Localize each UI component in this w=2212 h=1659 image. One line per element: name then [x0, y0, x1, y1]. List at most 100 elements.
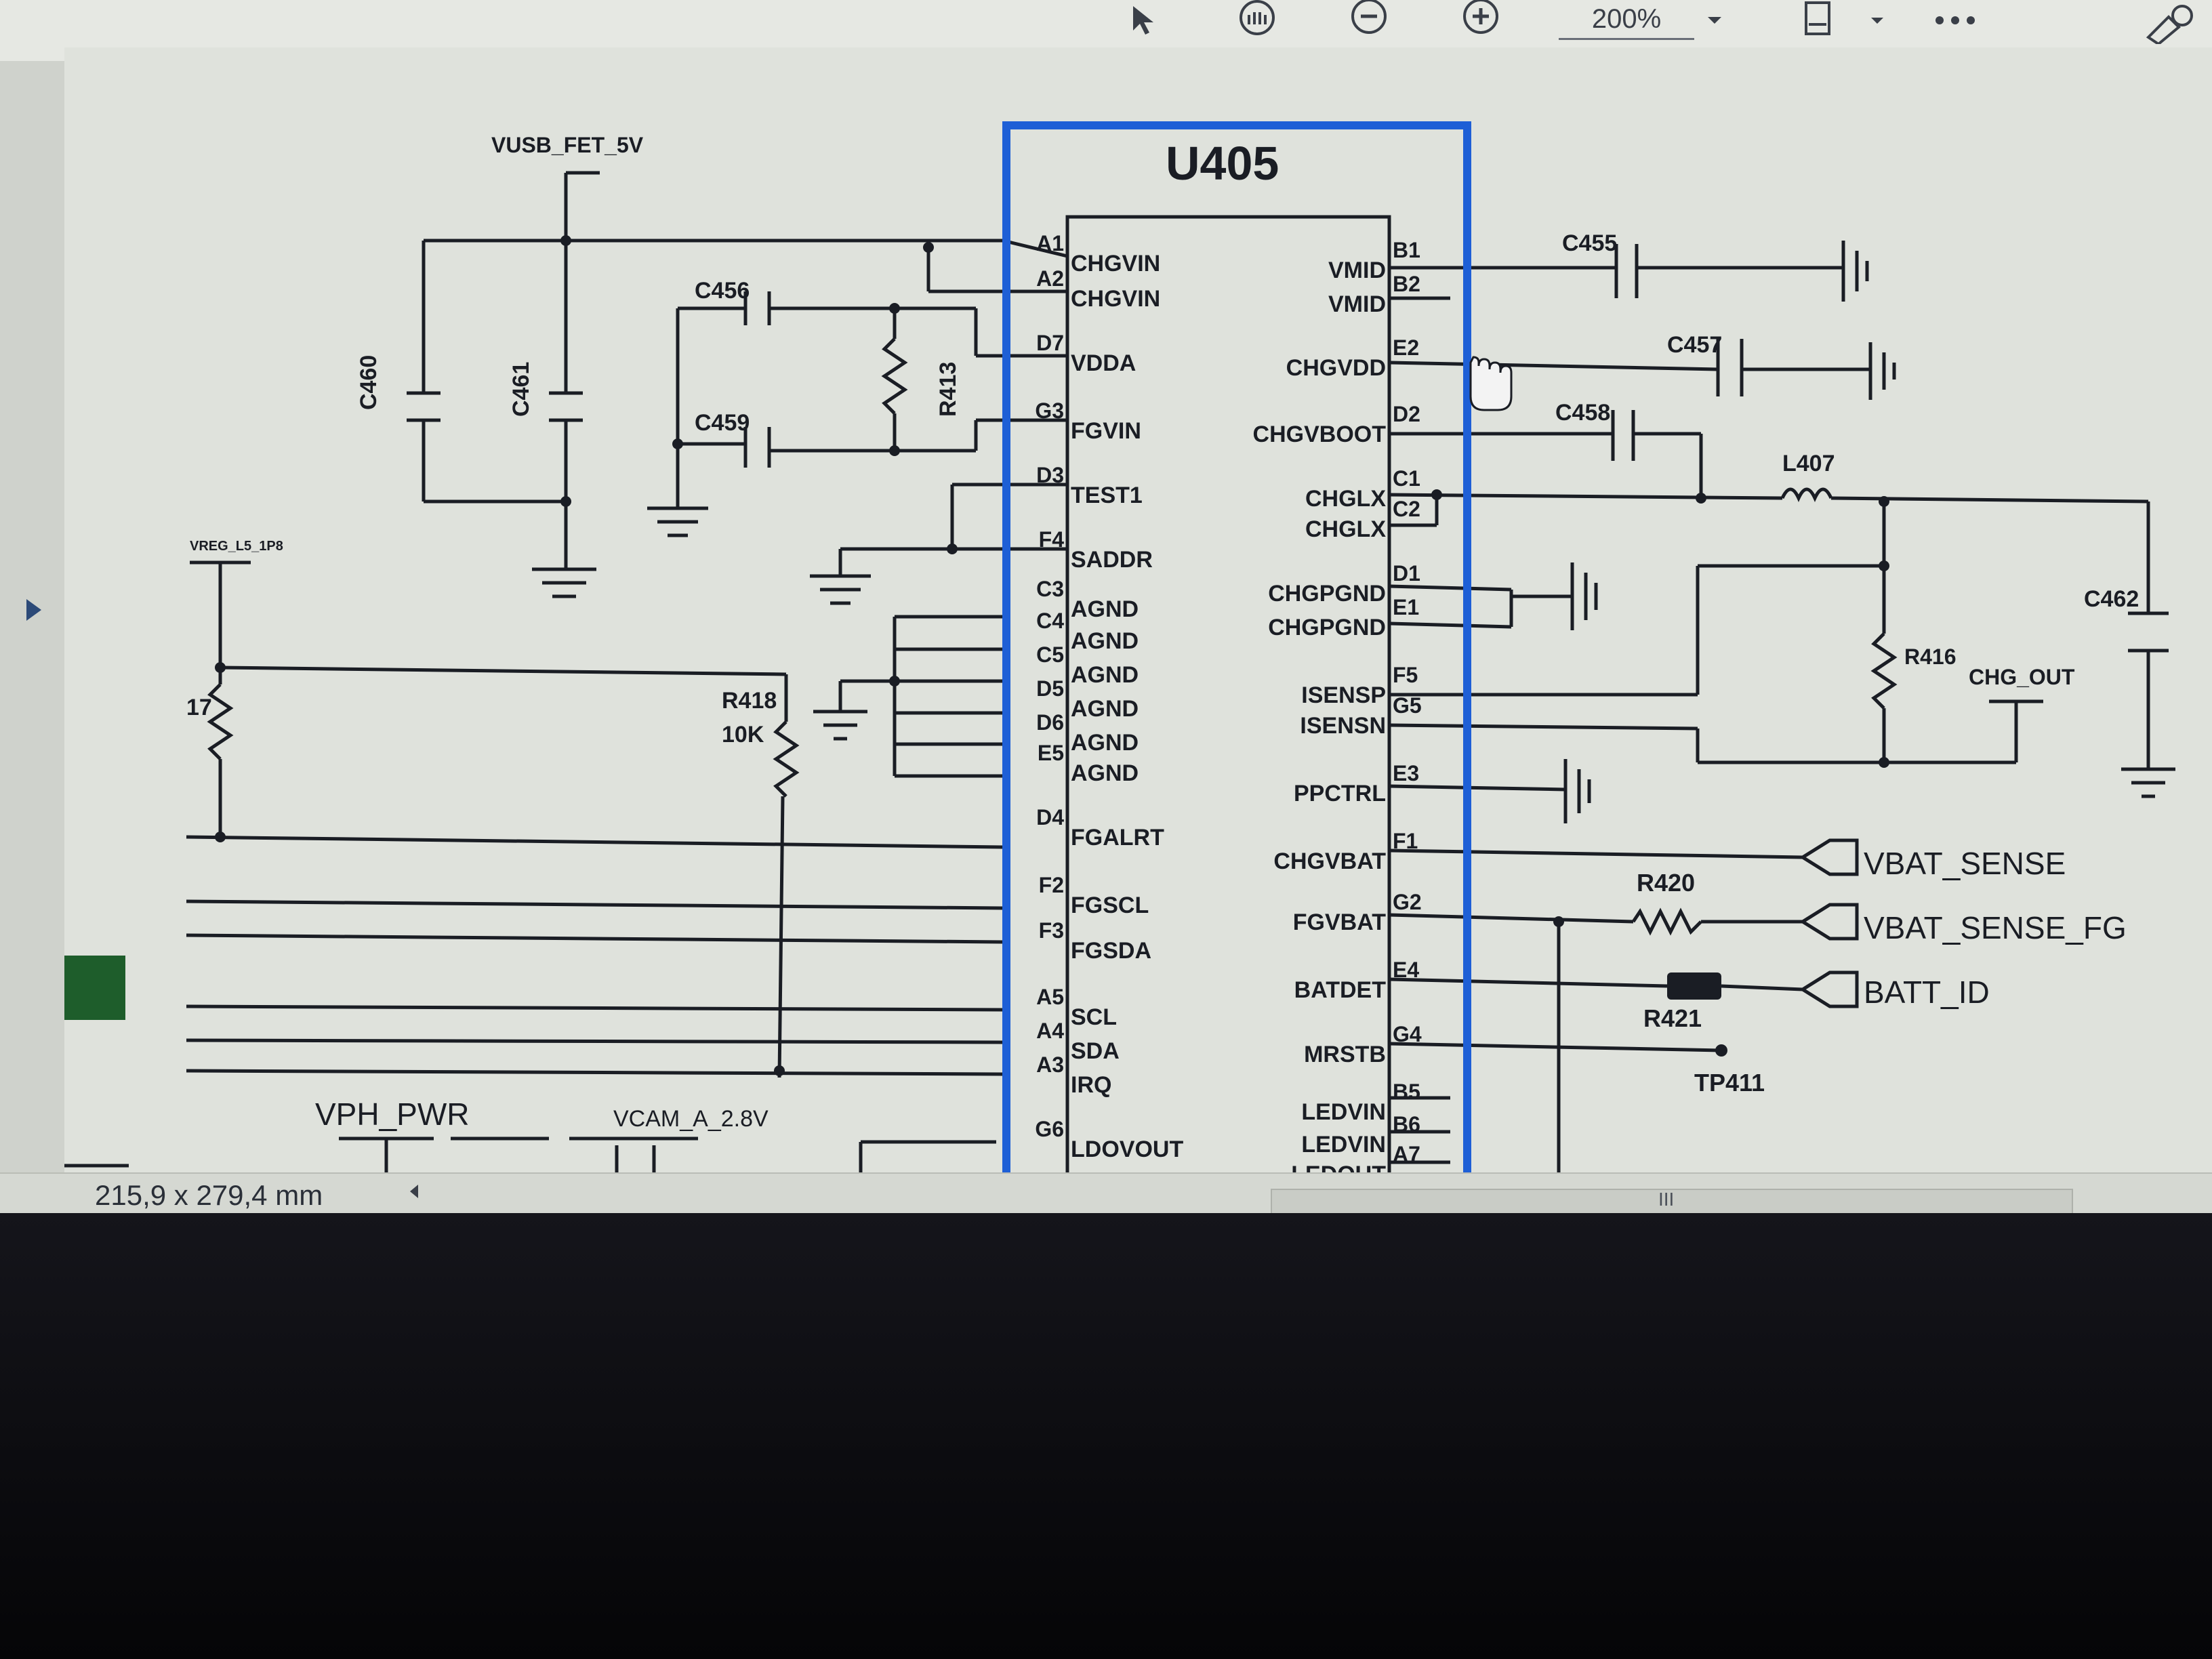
- pin-number: A3: [1036, 1052, 1064, 1077]
- label-c459: C459: [695, 410, 750, 436]
- pin-number: B6: [1393, 1112, 1420, 1136]
- pin-net-label: CHGLX: [1305, 486, 1386, 512]
- label-r413: R413: [935, 362, 961, 417]
- pin-net-label: AGND: [1071, 596, 1139, 622]
- label-tp411: TP411: [1694, 1069, 1765, 1097]
- port-batt-id: BATT_ID: [1864, 975, 1990, 1010]
- pin-number: G6: [1035, 1117, 1064, 1141]
- zoom-level-field[interactable]: 200%: [1559, 0, 1694, 40]
- label-vcam: VCAM_A_2.8V: [613, 1106, 769, 1132]
- pin-net-label: LEDVIN: [1301, 1099, 1386, 1125]
- pin-net-label: CHGVIN: [1071, 286, 1160, 312]
- pin-net-label: LEDVIN: [1301, 1132, 1386, 1158]
- pin-net-label: FGVBAT: [1293, 909, 1386, 935]
- pin-number: C1: [1393, 466, 1420, 491]
- pin-number: A2: [1036, 266, 1064, 291]
- scroll-left-icon[interactable]: [403, 1178, 424, 1208]
- pin-number: D1: [1393, 561, 1420, 586]
- hand-cursor-icon: [1469, 356, 1513, 411]
- pin-number: E4: [1393, 958, 1419, 982]
- pin-net-label: LDOVOUT: [1071, 1136, 1183, 1162]
- pin-number: F1: [1393, 829, 1418, 853]
- pin-net-label: AGND: [1071, 662, 1139, 688]
- label-c460: C460: [356, 355, 382, 410]
- label-c456a: C456: [695, 278, 750, 304]
- label-chg-out: CHG_OUT: [1969, 665, 2075, 689]
- pin-net-label: FGSCL: [1071, 893, 1149, 918]
- label-vusb: VUSB_FET_5V: [491, 133, 644, 157]
- pin-number: A7: [1393, 1142, 1420, 1166]
- pin-net-label: AGND: [1071, 628, 1139, 654]
- label-c457: C457: [1667, 332, 1722, 358]
- horizontal-scrollbar[interactable]: III: [1271, 1189, 2073, 1213]
- pin-net-label: VMID: [1328, 291, 1386, 317]
- label-c461: C461: [508, 362, 534, 417]
- pin-number: G5: [1393, 693, 1422, 718]
- pin-number: G2: [1393, 890, 1422, 914]
- pin-number: E2: [1393, 335, 1419, 360]
- pin-number: F4: [1039, 527, 1065, 552]
- more-options-icon[interactable]: [1925, 0, 1986, 41]
- status-bar: 215,9 x 279,4 mm III: [0, 1172, 2212, 1213]
- expand-panel-icon[interactable]: [24, 596, 44, 627]
- pin-number: G4: [1393, 1022, 1422, 1046]
- zoom-out-icon[interactable]: [1338, 0, 1399, 41]
- pin-number: A5: [1036, 985, 1064, 1009]
- label-c455: C455: [1562, 230, 1617, 256]
- zoom-in-icon[interactable]: [1450, 0, 1511, 41]
- label-r418-value: 10K: [722, 722, 764, 747]
- zoom-dropdown-icon[interactable]: [1694, 0, 1735, 41]
- label-r420: R420: [1637, 869, 1695, 897]
- pin-net-label: CHGPGND: [1268, 581, 1386, 607]
- ic-name: U405: [1166, 137, 1279, 190]
- pin-net-label: SADDR: [1071, 547, 1153, 573]
- scrollbar-grip: III: [1658, 1189, 1675, 1210]
- schematic-page: U405 VUSB_FET_5V C456 C459 C460 C461 R41…: [47, 121, 2175, 1187]
- desk-surface: [0, 1213, 2212, 1659]
- port-vbat-sense-fg: VBAT_SENSE_FG: [1864, 910, 2127, 945]
- pin-net-label: TEST1: [1071, 483, 1143, 508]
- zoom-level-value: 200%: [1591, 3, 1662, 34]
- pin-number: C3: [1036, 577, 1064, 601]
- pin-number: G3: [1035, 398, 1064, 423]
- pin-net-label: SCL: [1071, 1004, 1117, 1030]
- pin-net-label: AGND: [1071, 730, 1139, 756]
- pin-net-label: CHGPGND: [1268, 615, 1386, 640]
- fit-page-icon[interactable]: [1789, 0, 1850, 41]
- pin-number: B5: [1393, 1080, 1420, 1104]
- pin-net-label: FGSDA: [1071, 938, 1151, 964]
- sign-icon[interactable]: [2135, 0, 2203, 44]
- pin-number: F2: [1039, 873, 1064, 897]
- page-size-label: 215,9 x 279,4 mm: [95, 1179, 323, 1211]
- pin-net-label: ISENSP: [1301, 682, 1386, 708]
- select-arrow-icon[interactable]: [1111, 0, 1172, 41]
- pin-number: B2: [1393, 272, 1420, 296]
- pin-number: D7: [1036, 331, 1064, 355]
- pin-net-label: VMID: [1328, 258, 1386, 283]
- pin-number: D2: [1393, 402, 1420, 426]
- pin-net-label: CHGLX: [1305, 516, 1386, 542]
- pin-net-label: FGALRT: [1071, 825, 1164, 851]
- label-r416: R416: [1904, 644, 1957, 669]
- pin-net-label: ISENSN: [1300, 713, 1386, 739]
- label-r418: R418: [722, 688, 777, 714]
- fit-dropdown-icon[interactable]: [1864, 0, 1891, 41]
- pin-number: C2: [1393, 497, 1420, 521]
- document-canvas[interactable]: U405 VUSB_FET_5V C456 C459 C460 C461 R41…: [47, 47, 2212, 1187]
- pin-number: F3: [1039, 918, 1064, 943]
- pin-net-label: IRQ: [1071, 1072, 1111, 1098]
- pin-net-label: BATDET: [1294, 977, 1387, 1003]
- label-vreg: VREG_L5_1P8: [190, 539, 283, 554]
- label-l407: L407: [1782, 451, 1835, 476]
- hand-tool-icon[interactable]: [1227, 0, 1288, 41]
- pin-number: D4: [1036, 805, 1064, 830]
- pin-net-label: AGND: [1071, 760, 1139, 786]
- pin-number: F5: [1393, 663, 1418, 687]
- thumbnail-fragment: [47, 956, 125, 1020]
- pdf-viewer-window: 200%: [0, 0, 2212, 1213]
- pin-net-label: MRSTB: [1304, 1042, 1386, 1067]
- pin-number: E5: [1038, 741, 1064, 765]
- pin-number: E3: [1393, 761, 1419, 785]
- port-vbat-sense: VBAT_SENSE: [1864, 846, 2066, 881]
- label-r417: 17: [186, 695, 212, 720]
